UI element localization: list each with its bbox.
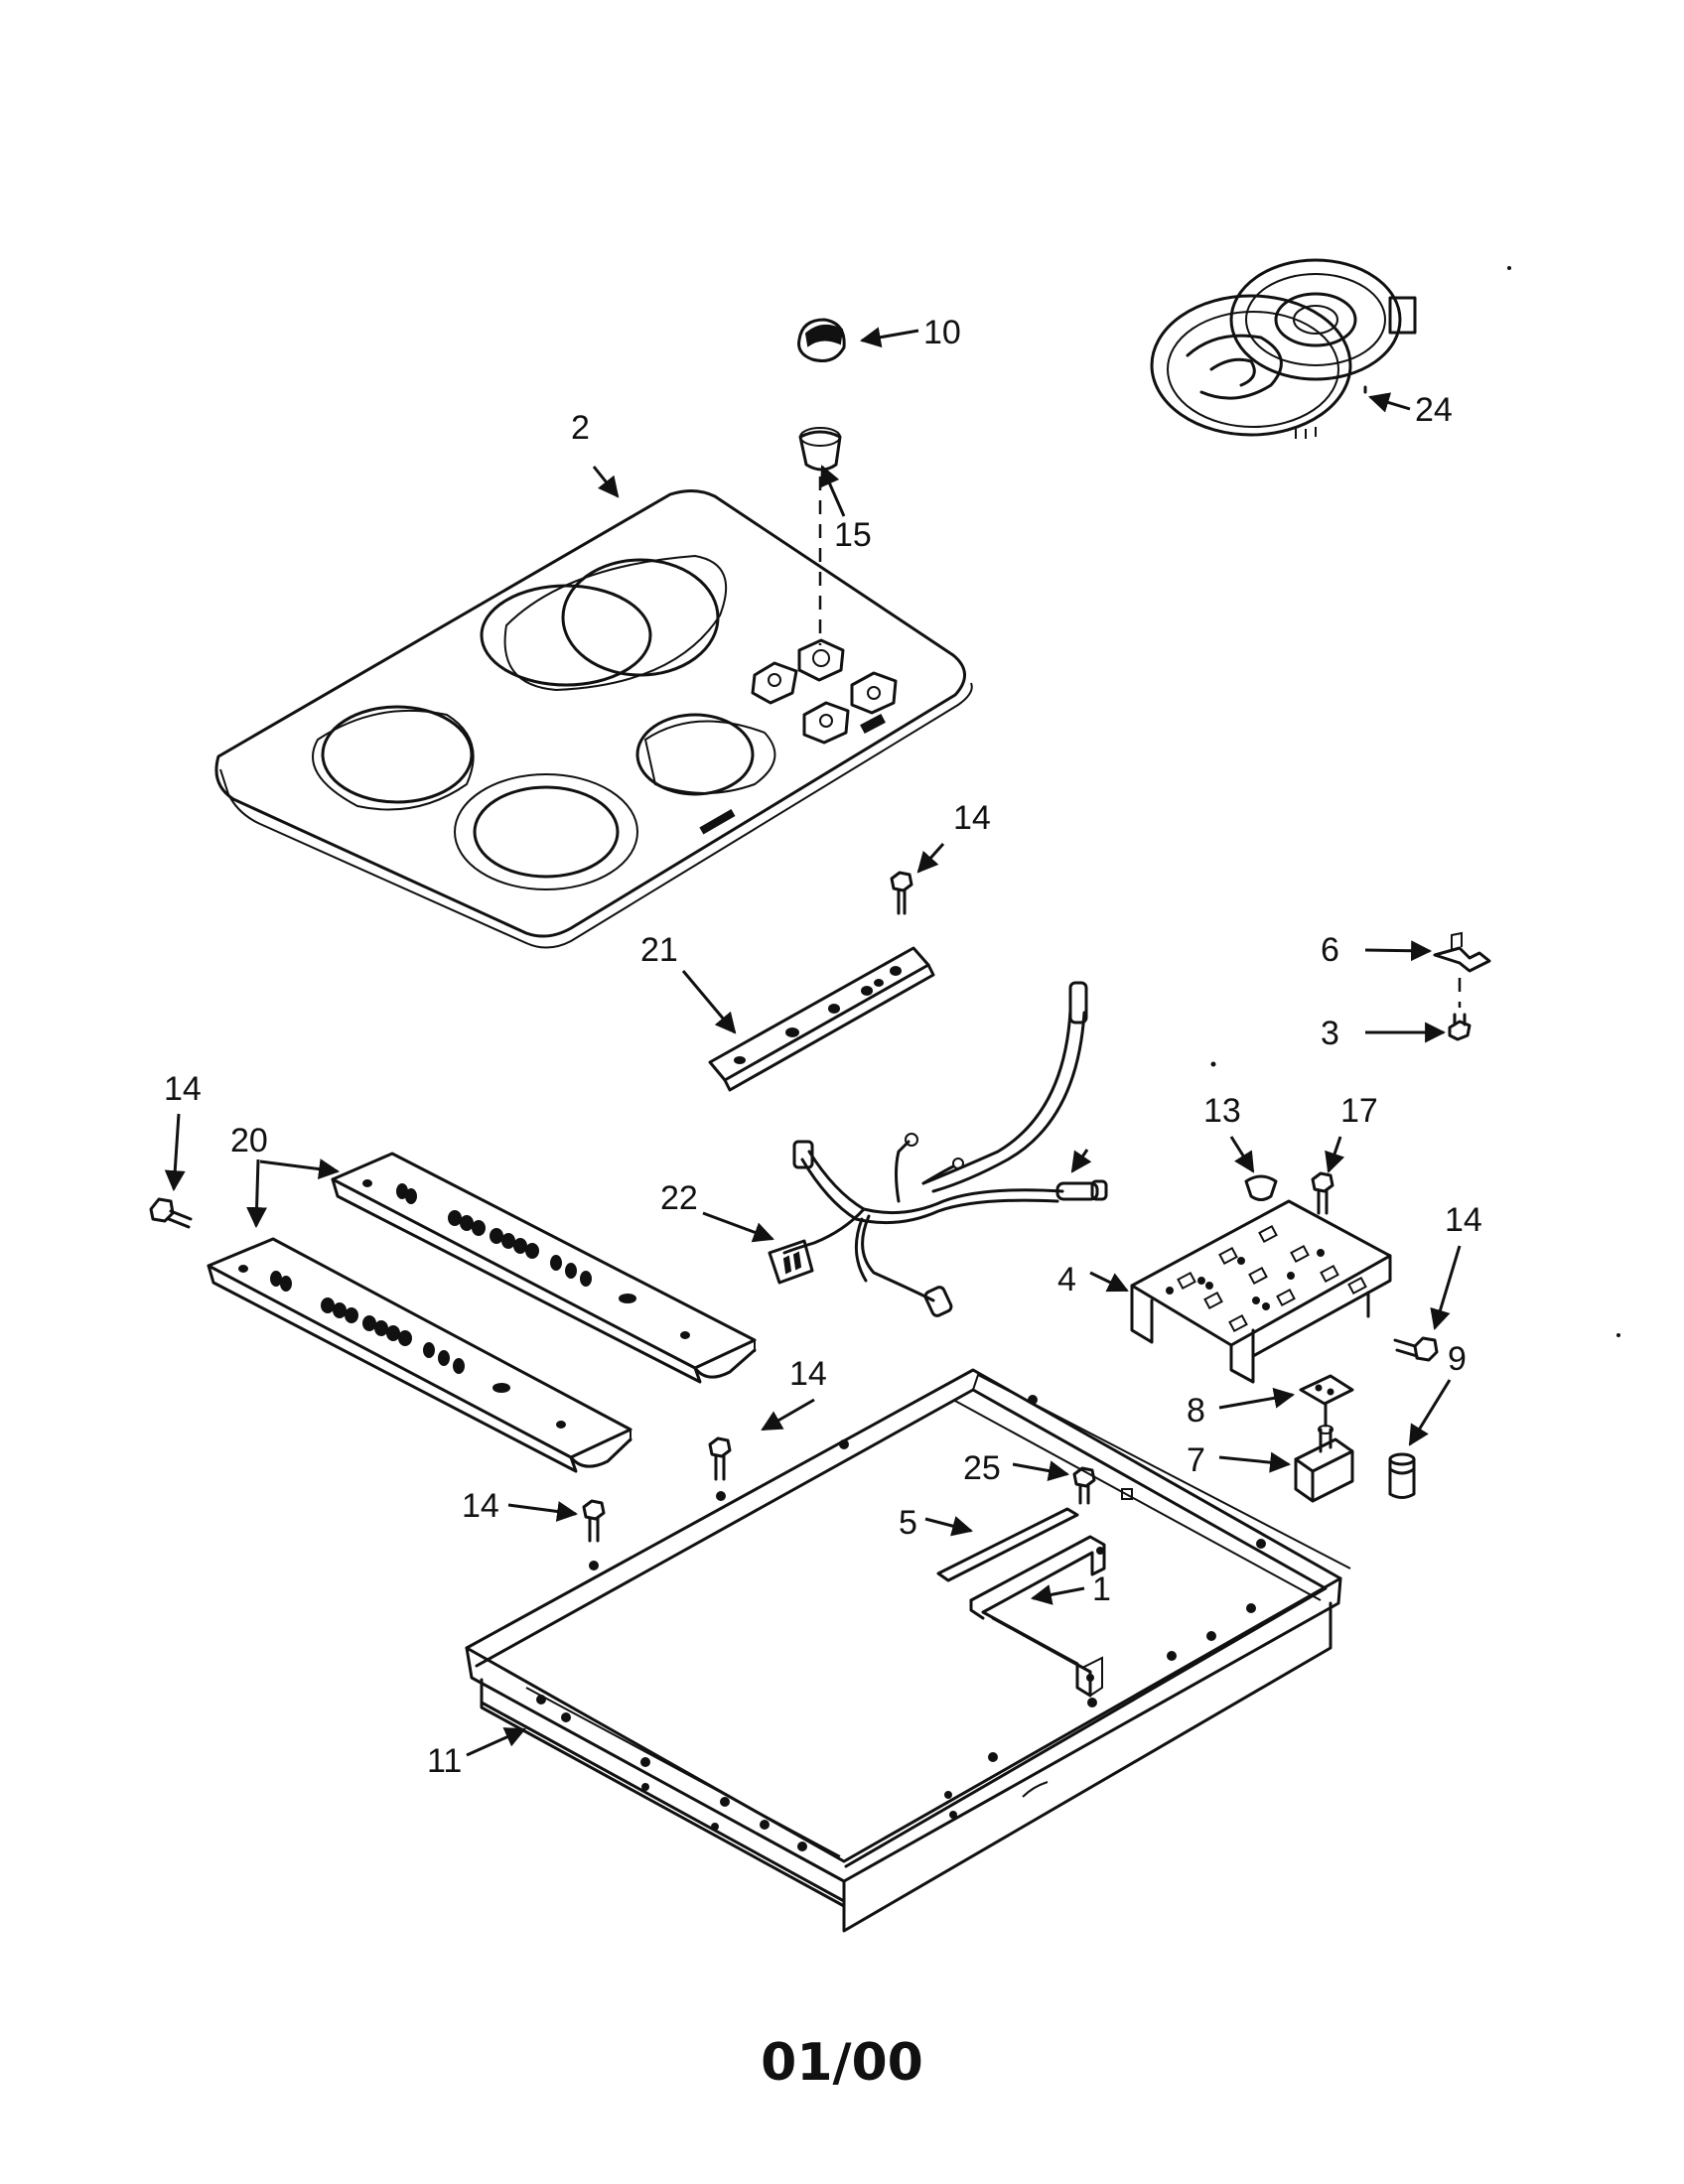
strip-5: [936, 1507, 1079, 1582]
callout-5: 5: [899, 1504, 917, 1542]
callout-25: 25: [963, 1449, 1001, 1487]
screw-14-right: [1393, 1336, 1439, 1362]
screw-14-top: [890, 871, 913, 915]
clip-6: [1433, 931, 1491, 973]
bracket-21: [708, 946, 935, 1092]
callout-6: 6: [1321, 931, 1339, 969]
callout-21: 21: [640, 931, 678, 969]
callout-14-top: 14: [953, 799, 991, 837]
callout-14-center: 14: [789, 1355, 827, 1393]
rail-20-upper: [331, 1152, 757, 1384]
plate-8: [1299, 1374, 1354, 1406]
callout-3: 3: [1321, 1015, 1339, 1052]
screw-25: [1072, 1466, 1096, 1505]
screw-14-lower-left: [582, 1499, 606, 1570]
cooktop-glass: [214, 489, 973, 949]
callout-10: 10: [923, 314, 961, 351]
callout-20: 20: [230, 1122, 268, 1160]
wire-harness-22: [768, 981, 1108, 1317]
leader-lines: [164, 327, 1462, 1757]
knob-bushing: [798, 427, 842, 472]
screw-14-center: [708, 1436, 732, 1501]
bracket-1: [969, 1535, 1106, 1698]
callout-14-left: 14: [164, 1070, 202, 1108]
callout-14-right: 14: [1445, 1201, 1482, 1239]
callout-13: 13: [1203, 1092, 1241, 1130]
sensor-9: [1388, 1452, 1416, 1499]
plug-13: [1244, 1174, 1278, 1201]
callout-15: 15: [834, 516, 872, 554]
callout-17: 17: [1340, 1092, 1378, 1130]
control-knob: [797, 318, 846, 362]
callout-7: 7: [1187, 1441, 1205, 1479]
callout-8: 8: [1187, 1392, 1205, 1430]
screw-17: [1311, 1171, 1334, 1215]
callout-11: 11: [427, 1742, 462, 1780]
callout-2: 2: [571, 409, 590, 447]
callout-1: 1: [1092, 1570, 1111, 1608]
callout-14-lower-left: 14: [462, 1487, 499, 1525]
surface-element: [1150, 258, 1417, 439]
screw-14-left: [149, 1197, 193, 1229]
callout-labels: 10 15 24 2 14 21 6 3 14 20 22 13 17 4 14…: [164, 314, 1482, 1780]
rail-20-lower: [207, 1237, 632, 1473]
switch-bracket-4: [1130, 1199, 1392, 1384]
callout-9: 9: [1448, 1340, 1467, 1378]
screw-3: [1448, 1013, 1472, 1041]
switch-7: [1294, 1403, 1354, 1503]
callout-24: 24: [1415, 391, 1453, 429]
callout-22: 22: [660, 1179, 698, 1217]
base-tray-11: [465, 1368, 1351, 1933]
footer-date-code: 01/00: [761, 2033, 923, 2093]
callout-4: 4: [1057, 1261, 1076, 1298]
